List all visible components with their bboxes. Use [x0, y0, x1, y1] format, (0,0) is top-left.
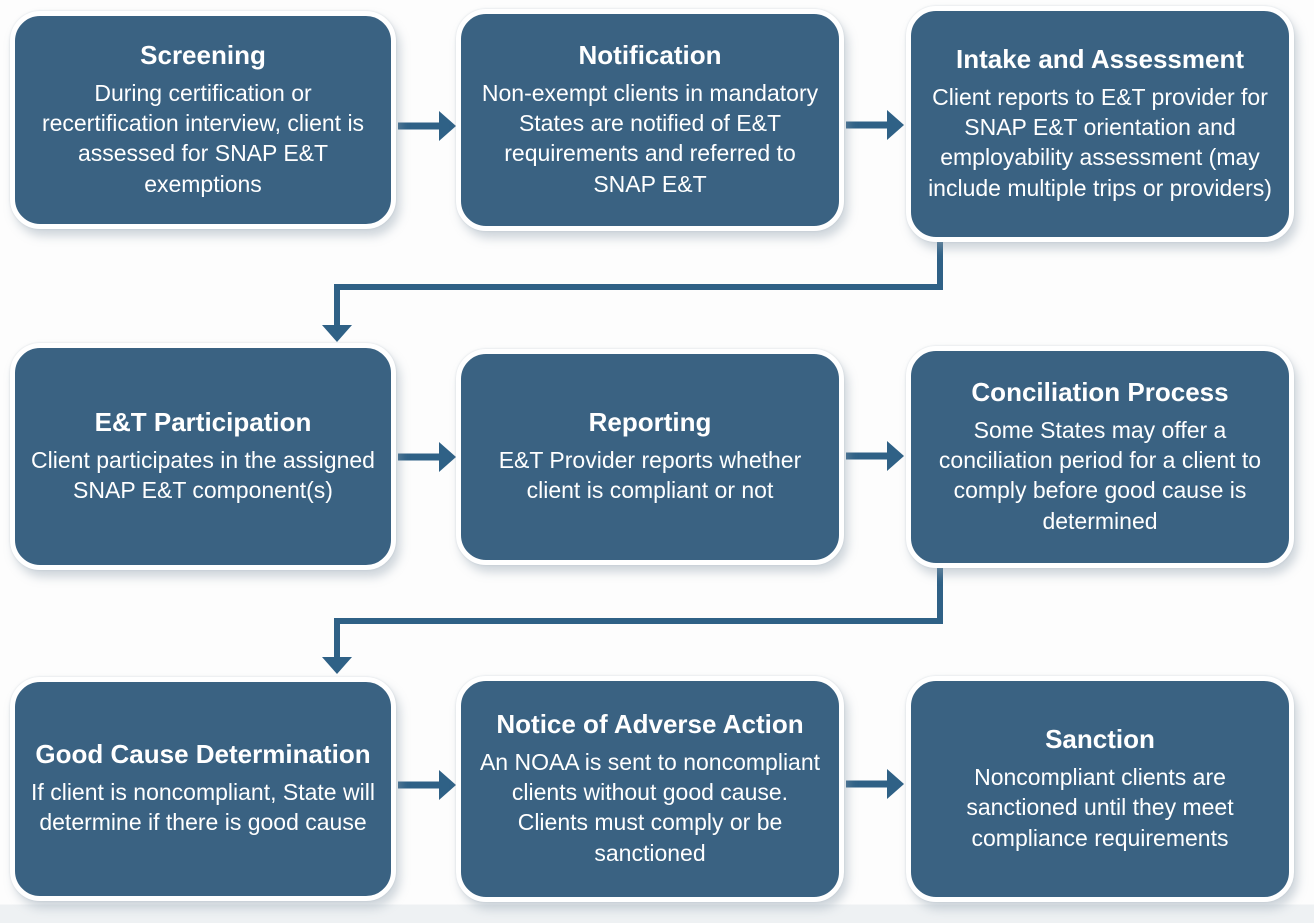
- step-title: E&T Participation: [94, 406, 312, 437]
- arrow-reporting-to-conciliation: [846, 441, 904, 471]
- step-title: Reporting: [588, 407, 712, 438]
- flow-box-good-cause-determination: Good Cause Determination If client is no…: [10, 677, 396, 901]
- flow-box-et-participation: E&T Participation Client participates in…: [10, 343, 396, 570]
- step-description: Client participates in the assigned SNAP…: [31, 446, 375, 503]
- step-description: If client is noncompliant, State will de…: [31, 779, 375, 836]
- arrow-participation-to-reporting: [398, 442, 456, 472]
- step-title: Good Cause Determination: [35, 739, 371, 770]
- step-title: Sanction: [1045, 724, 1155, 755]
- arrow-noaa-to-sanction: [846, 769, 904, 799]
- step-description: Noncompliant clients are sanctioned unti…: [966, 763, 1234, 851]
- flow-box-screening: Screening During certification or recert…: [10, 11, 396, 229]
- step-title: Notice of Adverse Action: [496, 708, 804, 739]
- flow-box-sanction: Sanction Noncompliant clients are sancti…: [906, 676, 1294, 902]
- arrow-notification-to-intake: [846, 110, 904, 140]
- step-description: During certification or recertification …: [41, 79, 365, 197]
- step-description: Some States may offer a conciliation per…: [938, 416, 1262, 534]
- flow-box-intake-and-assessment: Intake and Assessment Client reports to …: [906, 6, 1294, 242]
- flow-box-reporting: Reporting E&T Provider reports whether c…: [456, 349, 844, 565]
- step-title: Intake and Assessment: [955, 43, 1245, 74]
- step-description: Non-exempt clients in mandatory States a…: [481, 79, 819, 197]
- arrow-goodcause-to-noaa: [398, 770, 456, 800]
- flow-box-notice-of-adverse-action: Notice of Adverse Action An NOAA is sent…: [456, 676, 844, 902]
- step-description: An NOAA is sent to noncompliant clients …: [479, 748, 821, 866]
- connector-conciliation-to-goodcause: [322, 564, 943, 674]
- flow-box-conciliation-process: Conciliation Process Some States may off…: [906, 346, 1294, 568]
- step-title: Conciliation Process: [971, 376, 1229, 407]
- connector-intake-to-participation: [322, 238, 943, 342]
- step-title: Screening: [140, 39, 266, 70]
- step-title: Notification: [578, 39, 722, 70]
- step-description: E&T Provider reports whether client is c…: [498, 447, 802, 504]
- step-description: Client reports to E&T provider for SNAP …: [928, 83, 1272, 201]
- flow-box-notification: Notification Non-exempt clients in manda…: [456, 9, 844, 231]
- arrow-screening-to-notification: [398, 111, 456, 141]
